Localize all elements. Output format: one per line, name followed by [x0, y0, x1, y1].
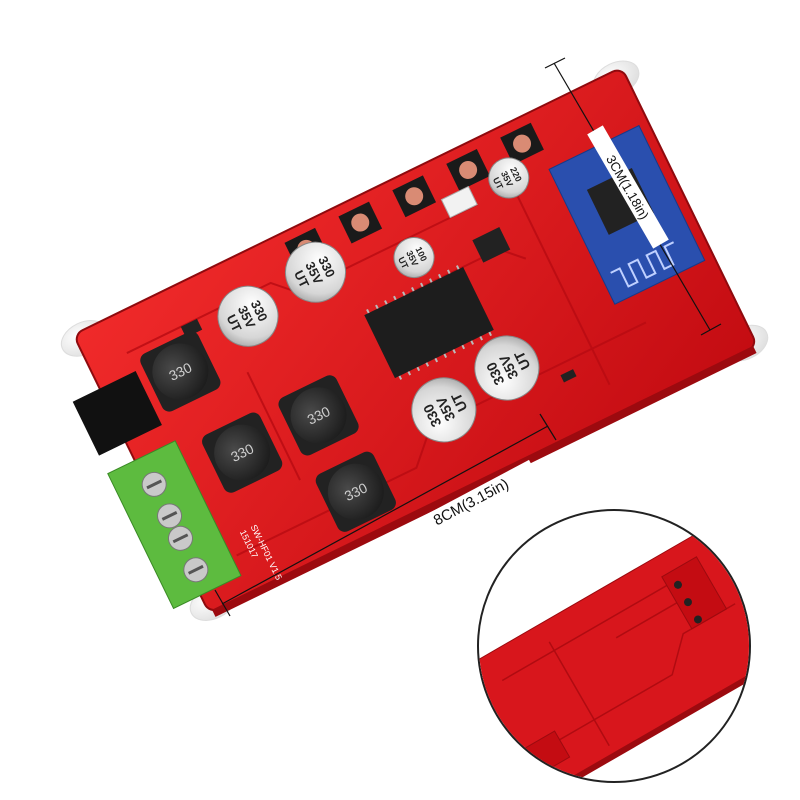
dc-power-jack — [72, 371, 162, 456]
capacitor: 330 35V UT — [411, 377, 477, 443]
back-view-inset — [477, 509, 751, 783]
svg-text:UT: UT — [491, 176, 505, 192]
svg-text:UT: UT — [448, 390, 471, 414]
capacitor: 330 35V UT — [474, 335, 540, 401]
capacitor: 100 35V UT — [393, 237, 435, 279]
svg-text:UT: UT — [511, 348, 534, 372]
svg-text:UT: UT — [291, 268, 312, 290]
svg-text:UT: UT — [224, 312, 245, 334]
svg-text:UT: UT — [396, 255, 410, 271]
amplifier-chip — [364, 265, 494, 380]
amplifier-board: 330 330 330 330 330 35V — [60, 60, 769, 621]
capacitor: 220 35V UT — [488, 157, 530, 199]
capacitor: 330 35V UT — [284, 241, 346, 303]
inductors: 330 330 330 330 — [140, 331, 396, 532]
capacitor: 330 35V UT — [217, 285, 279, 347]
screw-terminals — [107, 440, 242, 610]
capacitors: 330 35V UT 330 35V UT 330 35V UT 330 35V… — [217, 157, 540, 443]
